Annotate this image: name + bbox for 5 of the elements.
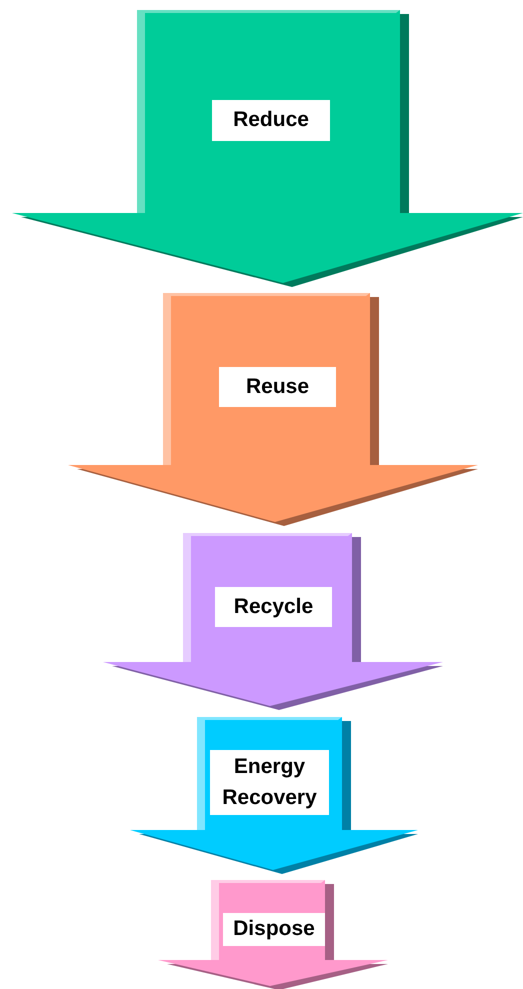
step-label: Recycle <box>215 587 332 627</box>
step-label: Energy Recovery <box>210 750 329 815</box>
step-label: Reuse <box>219 367 336 407</box>
step-label: Reduce <box>212 100 330 141</box>
step-label: Dispose <box>223 913 325 946</box>
